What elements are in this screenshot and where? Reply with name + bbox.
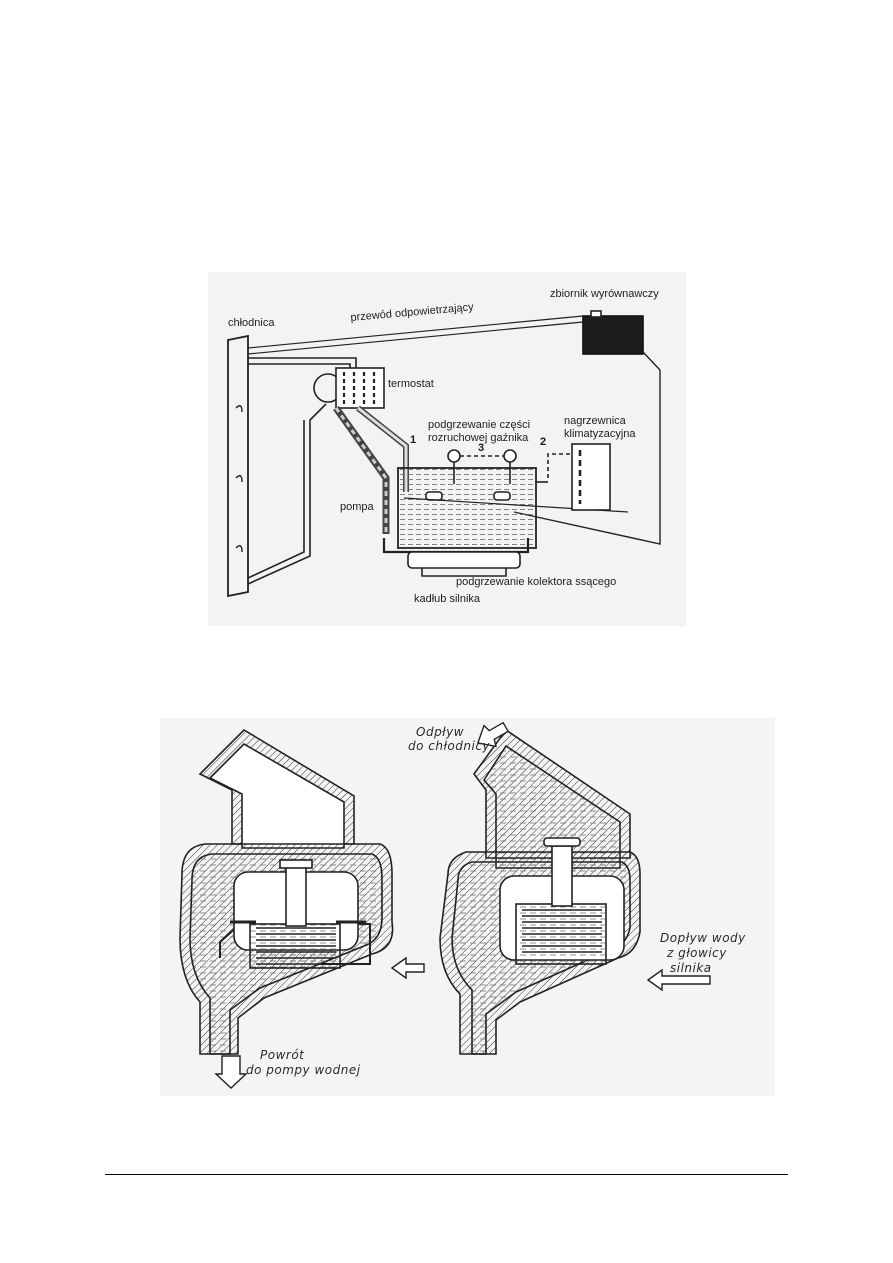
heater-label-line1: nagrzewnica — [564, 415, 626, 427]
thermostat-closed — [179, 728, 394, 1055]
return-arrow — [214, 1055, 248, 1089]
heater-core — [571, 443, 611, 511]
thermostat-cross-section-diagram: Odpływ do chłodnicy Dopływ wody z głowic… — [160, 718, 775, 1096]
middle-arrow — [390, 956, 425, 980]
inlet-label-line3: silnika — [670, 961, 712, 975]
outlet-label-line2: do chłodnicy — [408, 739, 491, 753]
radiator-core — [227, 334, 249, 598]
radiator-label: chłodnica — [228, 317, 275, 329]
expansion-tank — [582, 315, 644, 355]
thermostat-cross-section-drawing — [179, 721, 711, 1089]
inlet-arrow — [646, 968, 711, 992]
circuit-number-2: 2 — [540, 436, 547, 448]
intake-heating-label: podgrzewanie kolektora ssącego — [456, 576, 617, 588]
outlet-label-line1: Odpływ — [416, 725, 465, 739]
cooling-system-diagram: chłodnica przewód odpowietrzający zbiorn… — [208, 272, 686, 626]
thermostat-open — [439, 728, 641, 1055]
footer-rule — [105, 1174, 788, 1175]
inlet-label-line2: z głowicy — [667, 946, 727, 960]
return-label-line1: Powrót — [260, 1048, 305, 1062]
thermostat-label: termostat — [388, 378, 434, 390]
heater-label-line2: klimatyzacyjna — [564, 428, 636, 440]
circuit-number-3: 3 — [478, 442, 485, 454]
cooling-system-drawing — [227, 310, 661, 598]
return-label-line2: do pompy wodnej — [246, 1063, 361, 1077]
choke-heating-label-line1: podgrzewanie części — [428, 419, 531, 431]
circuit-number-1: 1 — [410, 434, 417, 446]
choke-heating-label-line2: rozruchowej gaźnika — [428, 432, 529, 444]
outlet-arrow — [476, 721, 510, 748]
engine-block-label: kadłub silnika — [414, 593, 481, 605]
inlet-label-line1: Dopływ wody — [660, 931, 746, 945]
pump-label: pompa — [340, 501, 374, 513]
expansion-tank-label: zbiornik wyrównawczy — [550, 288, 659, 300]
engine-block — [397, 467, 537, 549]
